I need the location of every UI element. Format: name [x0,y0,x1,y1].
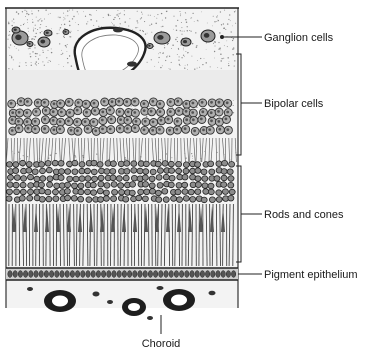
inner-plexiform-layer [7,70,237,100]
label-ganglion-cells: Ganglion cells [264,32,334,44]
choroid-vessel [44,290,76,312]
choroid-vessel [122,298,146,316]
label-choroid: Choroid [142,338,181,350]
label-rods-and-cones: Rods and cones [264,209,344,221]
label-pigment-epithelium: Pigment epithelium [264,269,358,281]
choroid-vessel [163,289,195,311]
pigment-epithelium-layer [6,268,238,280]
label-bipolar-cells: Bipolar cells [264,98,324,110]
